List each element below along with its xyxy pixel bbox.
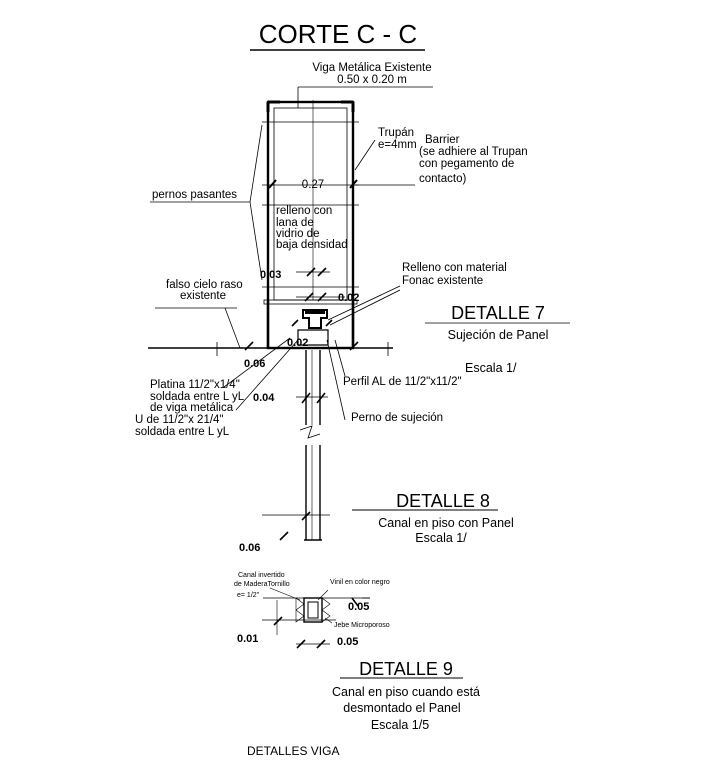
dim-005-bottom: 0.05 bbox=[337, 636, 358, 648]
detalle7-title: DETALLE 7 bbox=[451, 303, 545, 323]
detalle7-scale: Escala 1/ bbox=[465, 361, 517, 375]
detalle9-subtitle-line2: desmontado el Panel bbox=[343, 701, 460, 715]
u-label-line2: soldada entre L yL bbox=[135, 426, 230, 438]
viga-label-line1: Viga Metálica Existente bbox=[312, 62, 431, 74]
fonac-label-line1: Relleno con material bbox=[402, 262, 507, 274]
viga-label-line2: 0.50 x 0.20 m bbox=[337, 74, 407, 86]
e-half-label: e= 1/2" bbox=[237, 592, 260, 599]
platina-label-line3: de viga metálica bbox=[150, 402, 234, 414]
detalle8-title: DETALLE 8 bbox=[396, 491, 490, 511]
barrier-label-line2: (se adhiere al Trupan bbox=[419, 146, 528, 158]
dim-006-bottom: 0.06 bbox=[239, 542, 260, 554]
pernos-label: pernos pasantes bbox=[152, 189, 237, 201]
platina-label-line2: soldada entre L yL bbox=[150, 391, 245, 403]
canal-invertido-line2: de MaderaTornillo bbox=[234, 581, 290, 588]
trupan-label-line1: Trupán bbox=[378, 127, 414, 139]
detalle9-title: DETALLE 9 bbox=[359, 659, 453, 679]
dim-004: 0.04 bbox=[253, 392, 275, 404]
dim-005-right: 0.05 bbox=[348, 601, 369, 613]
u-label-line1: U de 11/2"x 21/4" bbox=[135, 414, 224, 426]
footer-label: DETALLES VIGA bbox=[247, 744, 339, 758]
dim-002-right: 0.02 bbox=[338, 292, 359, 304]
dim-003: 0.03 bbox=[260, 269, 281, 281]
barrier-label-line4: contacto) bbox=[419, 173, 466, 185]
jebe-label: Jebe Microporoso bbox=[334, 622, 390, 629]
barrier-label-line3: con pegamento de bbox=[419, 158, 514, 170]
dim-006-top: 0.06 bbox=[244, 358, 265, 370]
relleno-label-line4: baja densidad bbox=[276, 239, 348, 251]
falso-label-line1: falso cielo raso bbox=[166, 279, 243, 291]
detalle9-scale: Escala 1/5 bbox=[371, 718, 429, 732]
barrier-label-line1: Barrier bbox=[425, 134, 460, 146]
drawing-title: CORTE C - C bbox=[259, 19, 417, 49]
panel bbox=[299, 350, 322, 541]
dim-027: 0.27 bbox=[302, 179, 324, 191]
falso-label-line2: existente bbox=[180, 290, 226, 302]
dim-001: 0.01 bbox=[237, 633, 258, 645]
detalle7-subtitle: Sujeción de Panel bbox=[448, 328, 549, 342]
relleno-label-line1: relleno con bbox=[276, 205, 332, 217]
relleno-label-line3: vidrio de bbox=[276, 228, 319, 240]
floor-channel-detail bbox=[262, 587, 370, 649]
platina-label-line1: Platina 11/2"x1/4" bbox=[150, 379, 240, 391]
detalle8-subtitle: Canal en piso con Panel bbox=[378, 516, 514, 530]
detalle9-subtitle-line1: Canal en piso cuando está bbox=[332, 685, 480, 699]
annotation-labels: Viga Metálica Existente 0.50 x 0.20 m Tr… bbox=[135, 62, 528, 758]
leader-lines bbox=[150, 86, 570, 421]
relleno-label-line2: lana de bbox=[276, 217, 314, 229]
canal-invertido-line1: Canal invertido bbox=[238, 572, 285, 579]
fonac-label-line2: Fonac existente bbox=[402, 275, 483, 287]
perno-sujecion-label: Perno de sujeción bbox=[351, 412, 443, 424]
detalle8-scale: Escala 1/ bbox=[415, 531, 467, 545]
vinil-label: Vinil en color negro bbox=[330, 579, 390, 586]
trupan-label-line2: e=4mm bbox=[378, 139, 417, 151]
dim-002-bottom: 0.02 bbox=[287, 337, 308, 349]
detail-titles: DETALLE 7 Sujeción de Panel Escala 1/ DE… bbox=[332, 303, 548, 732]
perfil-label: Perfil AL de 11/2"x11/2" bbox=[343, 376, 462, 388]
